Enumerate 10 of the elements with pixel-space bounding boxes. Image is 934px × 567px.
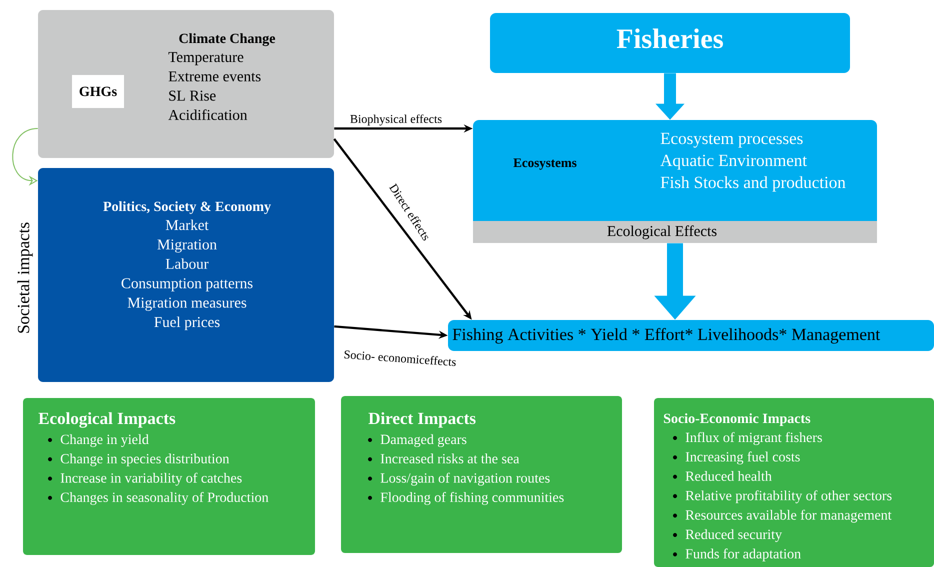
politics-box: Politics, Society & Economy Market Migration Labour Consumption patterns Migration measures Fuel prices Societal impacts [17, 168, 334, 382]
edge-label: Socio- economiceffects [344, 350, 456, 366]
fisheries-box: Fisheries [490, 13, 850, 73]
effects-band: Ecological Effects [473, 221, 877, 243]
impacts-box: Ecological Impacts Change in yield Change in species distribution Increase in variability of catches Changes in seasonality of Production [23, 398, 315, 555]
label-box: GHGs [72, 75, 124, 108]
edge-label: Biophysical effects [350, 114, 442, 126]
impacts-box: Direct Impacts Damaged gears Increased risks at the sea Loss/gain of navigation routes Flooding of fishing communities [341, 396, 622, 553]
impacts-box: Socio-Economic Impacts Influx of migrant fishers Increasing fuel costs Reduced health Relative profitability of other sectors Resources available for management Reduced security Funds for adaptation [654, 398, 934, 567]
node-label: Societal impacts [17, 222, 33, 333]
